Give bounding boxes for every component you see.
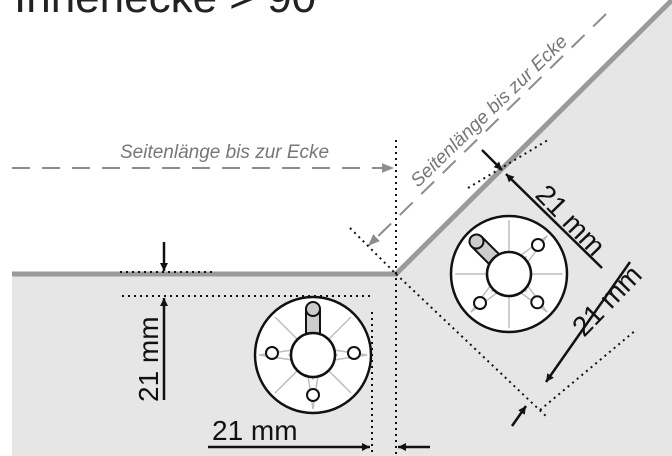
dimension-diagonal-upper bbox=[481, 149, 603, 269]
surface-area bbox=[12, 0, 672, 456]
side-length-diagonal-arrow bbox=[367, 13, 607, 247]
reference-lines bbox=[120, 139, 637, 456]
dimension-vertical-label: 21 mm bbox=[133, 316, 164, 402]
page-title: Innenecke > 90° bbox=[14, 0, 334, 22]
flange-fitting-diagonal bbox=[449, 214, 569, 334]
dimension-diagonal-lower bbox=[510, 261, 632, 427]
side-length-horizontal-label: Seitenlänge bis zur Ecke bbox=[120, 142, 329, 163]
flange-fitting-horizontal bbox=[253, 295, 373, 415]
dimension-horizontal-label: 21 mm bbox=[212, 415, 298, 446]
